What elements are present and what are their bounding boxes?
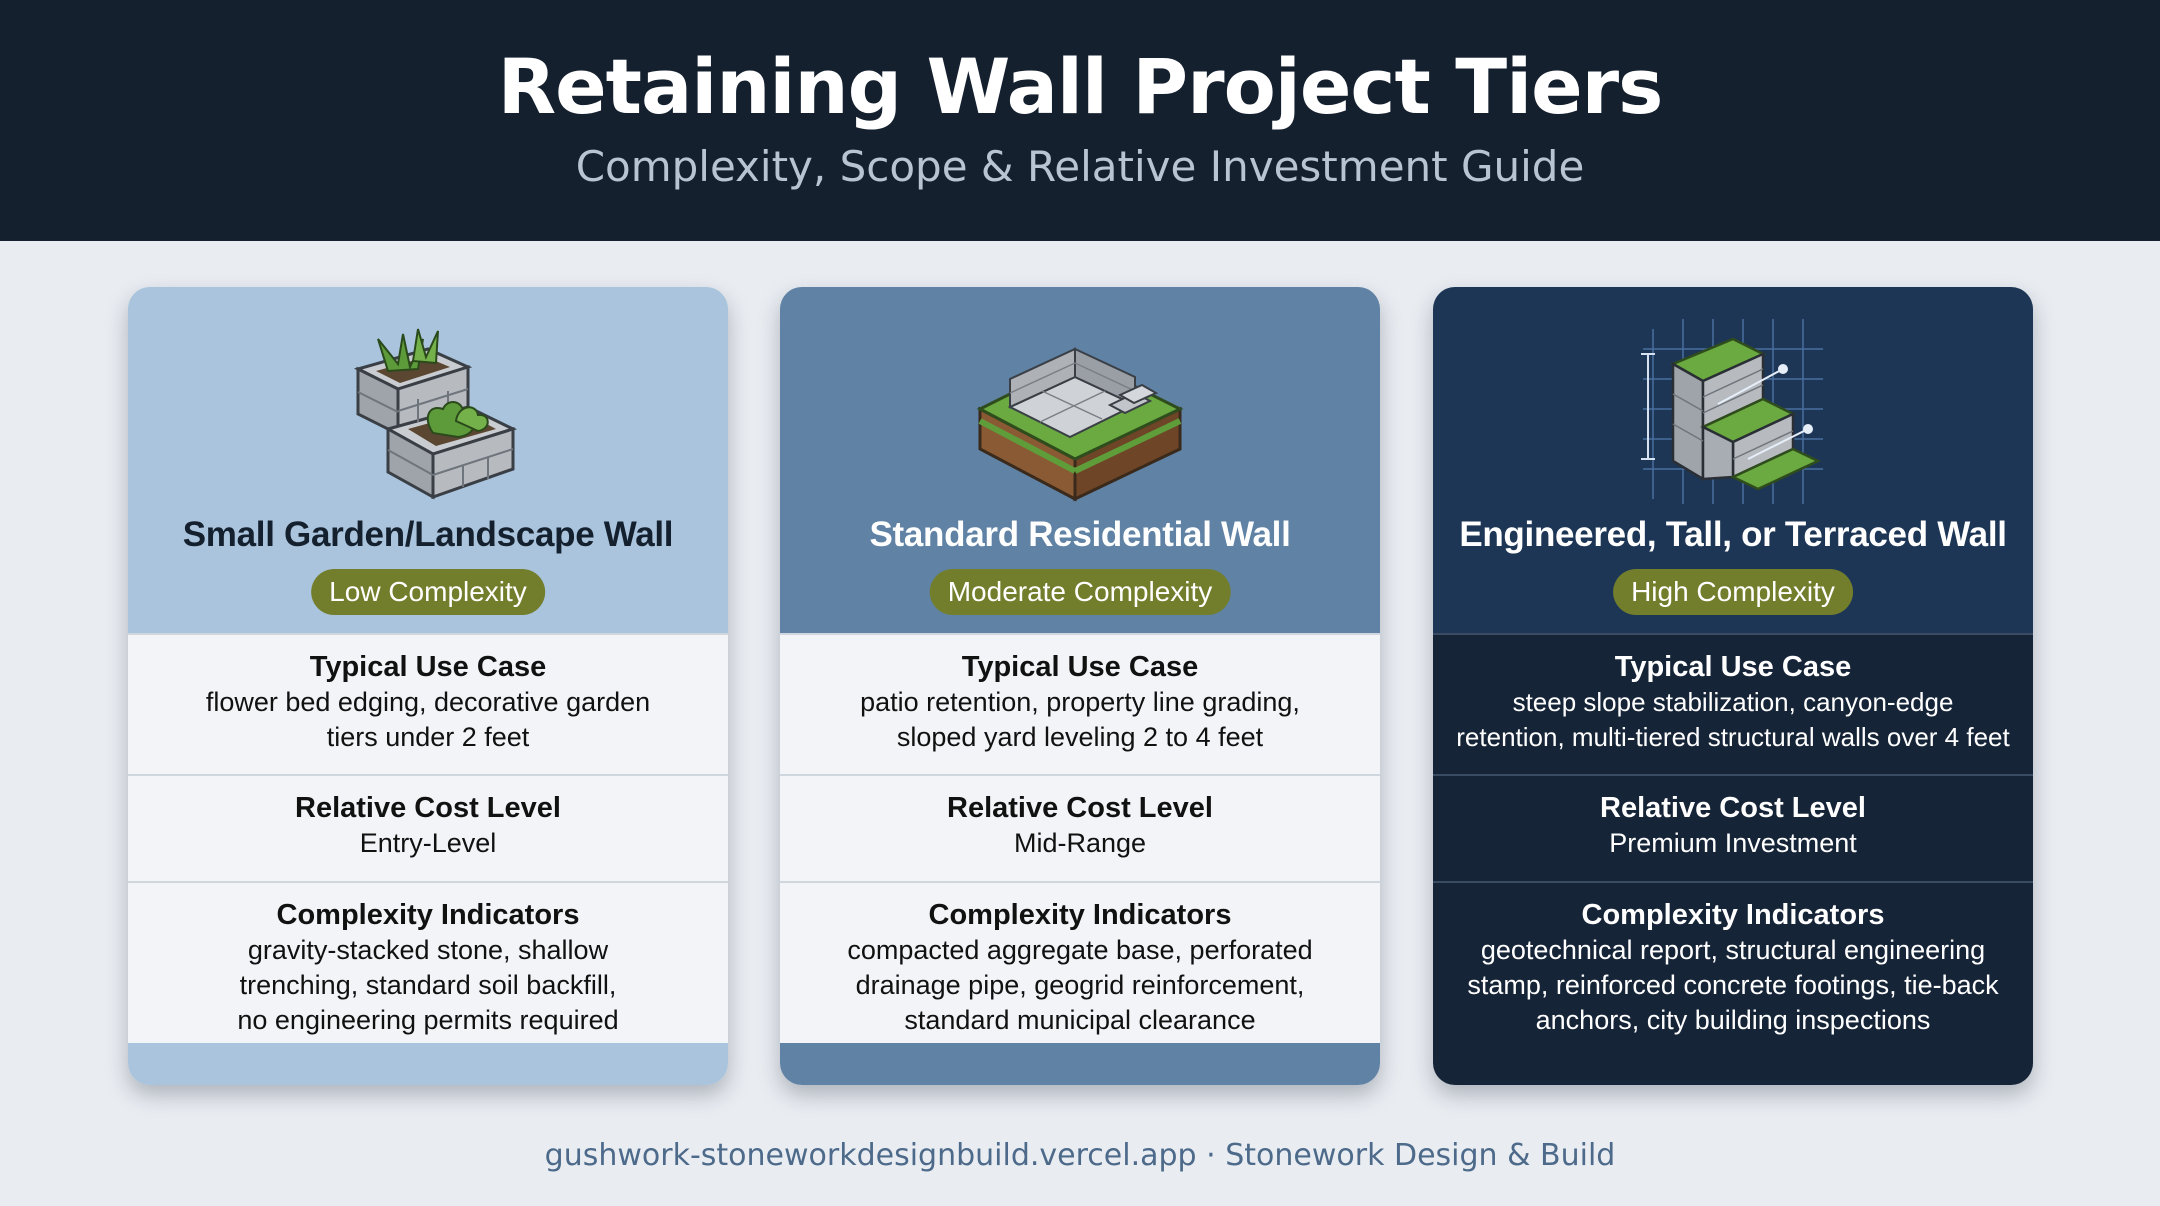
use-case-section: Typical Use Case patio retention, proper…	[780, 633, 1380, 774]
section-heading: Typical Use Case	[309, 651, 547, 683]
tier-card-engineered: Engineered, Tall, or Terraced Wall High …	[1433, 287, 2033, 1085]
raised-garden-bed-icon	[318, 309, 538, 509]
section-text: no engineering permits required	[237, 1005, 619, 1035]
section-text: compacted aggregate base, perforated	[847, 935, 1313, 965]
footer-credit: gushwork-stoneworkdesignbuild.vercel.app…	[544, 1138, 1616, 1173]
section-text: sloped yard leveling 2 to 4 feet	[896, 722, 1264, 752]
section-text: tiers under 2 feet	[326, 722, 530, 752]
complexity-badge: High Complexity	[1613, 569, 1853, 615]
section-heading: Complexity Indicators	[276, 899, 580, 931]
cost-section: Relative Cost Level Premium Investment	[1433, 774, 2033, 881]
complexity-badge: Moderate Complexity	[929, 569, 1231, 615]
use-case-section: Typical Use Case flower bed edging, deco…	[128, 633, 728, 774]
section-text: steep slope stabilization, canyon-edge	[1512, 687, 1954, 717]
cost-value: Mid-Range	[1013, 828, 1147, 858]
section-text: flower bed edging, decorative garden	[205, 687, 651, 717]
cost-value: Entry-Level	[359, 828, 497, 858]
section-text: geotechnical report, structural engineer…	[1480, 935, 1986, 965]
section-text: stamp, reinforced concrete footings, tie…	[1467, 970, 1999, 1000]
section-text: trenching, standard soil backfill,	[239, 970, 617, 1000]
section-text: standard municipal clearance	[904, 1005, 1256, 1035]
card-footer-strip	[780, 1043, 1380, 1085]
section-heading: Complexity Indicators	[928, 899, 1232, 931]
engineered-terraced-wall-blueprint-icon	[1623, 309, 1843, 509]
section-heading: Relative Cost Level	[295, 792, 561, 824]
indicators-section: Complexity Indicators compacted aggregat…	[780, 881, 1380, 1043]
section-text: drainage pipe, geogrid reinforcement,	[855, 970, 1305, 1000]
card-header: Small Garden/Landscape Wall Low Complexi…	[128, 287, 728, 633]
indicators-section: Complexity Indicators geotechnical repor…	[1433, 881, 2033, 1043]
section-text: patio retention, property line grading,	[860, 687, 1300, 717]
cost-section: Relative Cost Level Entry-Level	[128, 774, 728, 881]
card-footer-strip	[1433, 1043, 2033, 1085]
card-header: Engineered, Tall, or Terraced Wall High …	[1433, 287, 2033, 633]
tier-card-small: Small Garden/Landscape Wall Low Complexi…	[128, 287, 728, 1085]
residential-retaining-wall-icon	[970, 309, 1190, 509]
card-footer-strip	[128, 1043, 728, 1085]
section-text: anchors, city building inspections	[1535, 1005, 1931, 1035]
tier-title: Engineered, Tall, or Terraced Wall	[1459, 515, 2007, 554]
cost-section: Relative Cost Level Mid-Range	[780, 774, 1380, 881]
section-heading: Relative Cost Level	[947, 792, 1213, 824]
section-text: gravity-stacked stone, shallow	[247, 935, 609, 965]
use-case-section: Typical Use Case steep slope stabilizati…	[1433, 633, 2033, 774]
section-heading: Typical Use Case	[961, 651, 1199, 683]
tier-card-standard: Standard Residential Wall Moderate Compl…	[780, 287, 1380, 1085]
card-header: Standard Residential Wall Moderate Compl…	[780, 287, 1380, 633]
cost-value: Premium Investment	[1609, 828, 1857, 858]
section-heading: Relative Cost Level	[1600, 792, 1866, 824]
header-banner: Retaining Wall Project Tiers Complexity,…	[0, 0, 2160, 241]
page-title: Retaining Wall Project Tiers	[497, 42, 1664, 131]
section-text: retention, multi-tiered structural walls…	[1456, 722, 2010, 752]
page-subtitle: Complexity, Scope & Relative Investment …	[575, 142, 1585, 191]
tier-title: Small Garden/Landscape Wall	[182, 515, 674, 554]
indicators-section: Complexity Indicators gravity-stacked st…	[128, 881, 728, 1043]
tier-title: Standard Residential Wall	[869, 515, 1291, 554]
section-heading: Complexity Indicators	[1581, 899, 1885, 931]
complexity-badge: Low Complexity	[311, 569, 545, 615]
section-heading: Typical Use Case	[1614, 651, 1852, 683]
